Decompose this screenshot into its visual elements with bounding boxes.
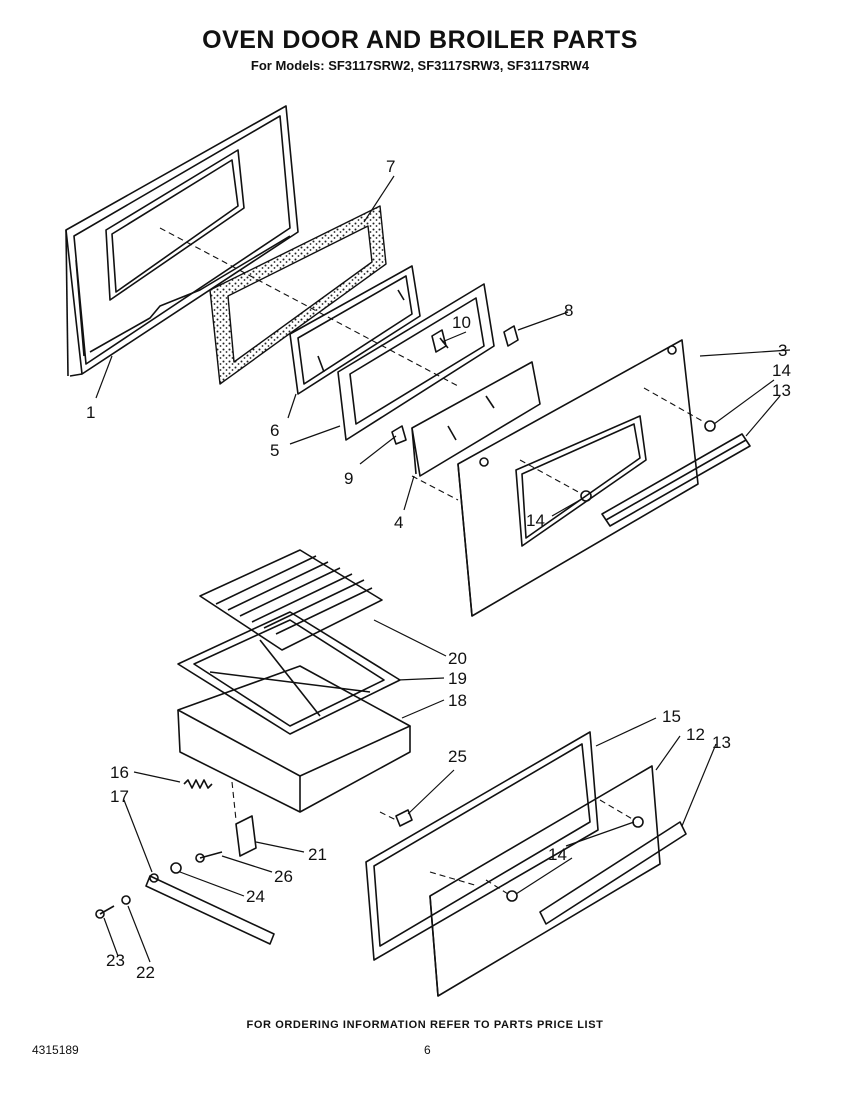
callout-12: 12 [686, 725, 705, 744]
callout-16: 16 [110, 763, 129, 782]
glass-clip-9 [391, 425, 407, 445]
drawer-inner-panel [365, 731, 599, 961]
callout-14-upper: 14 [772, 361, 791, 380]
callout-5: 5 [270, 441, 279, 460]
callout-26: 26 [274, 867, 293, 886]
drawer-handle-spacer-right [632, 816, 644, 828]
callout-24: 24 [246, 887, 265, 906]
ordering-information-note: FOR ORDERING INFORMATION REFER TO PARTS … [246, 1019, 604, 1031]
callout-18: 18 [448, 691, 467, 710]
inner-door-panel [65, 105, 299, 377]
inner-glass-frame [289, 265, 421, 395]
handle-spacer-upper [704, 420, 716, 432]
callout-23: 23 [106, 951, 125, 970]
drawer-bracket [235, 815, 257, 857]
door-gasket [209, 205, 387, 385]
callout-14-middle: 14 [526, 511, 545, 530]
handle-spacer-lower [580, 490, 592, 502]
callout-10: 10 [452, 313, 471, 332]
callout-20: 20 [448, 649, 467, 668]
rail-washer [121, 895, 131, 905]
callout-6: 6 [270, 421, 279, 440]
drawer-handle [539, 821, 687, 925]
models-subtitle: For Models: SF3117SRW2, SF3117SRW3, SF31… [250, 58, 590, 73]
callout-19: 19 [448, 669, 467, 688]
drawer-handle-spacer-left [506, 890, 518, 902]
oven-door-handle [601, 433, 751, 527]
callout-8: 8 [564, 301, 573, 320]
callout-15: 15 [662, 707, 681, 726]
glass-clip-8 [503, 325, 519, 347]
callout-13-upper: 13 [772, 381, 791, 400]
callout-4: 4 [394, 513, 403, 532]
broiler-pan [177, 611, 401, 735]
callout-22: 22 [136, 963, 155, 982]
callout-9: 9 [344, 469, 353, 488]
bracket-screw [195, 851, 223, 863]
rail-nut [170, 862, 182, 874]
broiler-drawer [177, 665, 411, 813]
callout-7: 7 [386, 157, 395, 176]
callout-1: 1 [86, 403, 95, 422]
outer-door-glass [411, 361, 541, 477]
drawer-slide-rail [145, 873, 275, 945]
page-title: OVEN DOOR AND BROILER PARTS [202, 26, 638, 54]
drawer-outer-panel [429, 765, 661, 997]
glass-clip-10 [431, 329, 447, 353]
callout-25: 25 [448, 747, 467, 766]
callout-21: 21 [308, 845, 327, 864]
document-number: 4315189 [32, 1043, 79, 1057]
callout-17: 17 [110, 787, 129, 806]
broiler-grid [199, 549, 383, 651]
callout-14-lower: 14 [548, 845, 567, 864]
drawer-spring [183, 779, 213, 789]
page-number: 6 [424, 1043, 431, 1057]
callout-3: 3 [778, 341, 787, 360]
rail-screw [95, 905, 115, 919]
window-pack [337, 283, 495, 441]
callout-13-lower: 13 [712, 733, 731, 752]
outer-oven-door [457, 339, 699, 617]
drawer-clip [395, 809, 413, 827]
